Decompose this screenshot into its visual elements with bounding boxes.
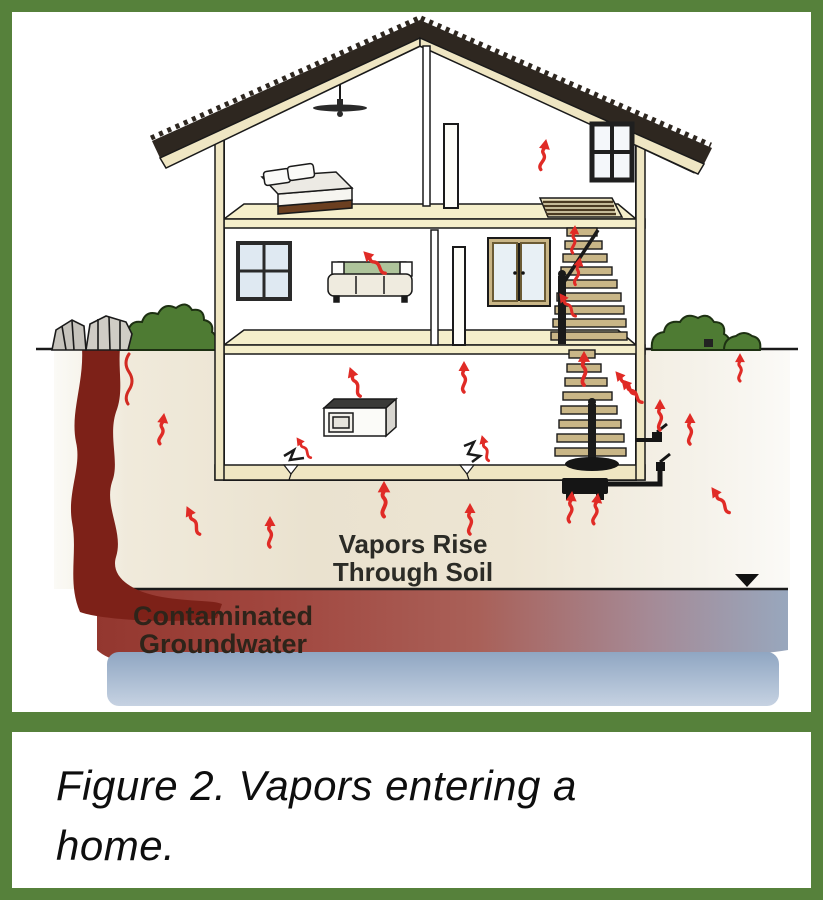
water-table-symbol [735,574,759,587]
diagram-labels: Vapors Rise Through Soil Contaminated Gr… [133,529,493,659]
house [149,15,713,500]
figure-caption-panel: Figure 2. Vapors entering a home. [12,732,811,888]
right-wall [635,142,646,481]
water-layer [107,652,779,706]
couch [327,261,413,303]
ceiling-fan [313,84,367,117]
bed [260,162,354,215]
floor-crack-marks [283,439,484,463]
vapor-intrusion-illustration: Vapors Rise Through Soil Contaminated Gr… [12,12,811,712]
contamination-plume [70,348,222,621]
attic-window [589,121,635,183]
vapors-rise-label-line1: Vapors Rise [339,529,488,559]
stair-opening-joists [538,197,624,218]
right-bush [650,314,762,351]
left-bush [116,303,220,351]
figure-caption: Figure 2. Vapors entering a home. [56,762,577,869]
contaminant-drip [124,352,134,406]
main-floor-door [452,246,466,346]
left-wall [214,135,225,481]
groundwater-label-line2: Groundwater [139,629,308,659]
vapors-rise-label-line2: Through Soil [333,557,493,587]
washer-dryer [322,397,398,438]
groundwater-label-line1: Contaminated [133,601,313,631]
french-doors [487,237,551,307]
contaminated-groundwater-band [97,589,788,668]
attic-door [443,123,459,209]
main-floor-partition-wall [430,229,439,346]
attic-partition-wall [422,45,431,207]
living-room-window [236,241,292,301]
basement-staircase [554,349,627,471]
upper-staircase [550,227,628,344]
house-cross-section-diagram: Vapors Rise Through Soil Contaminated Gr… [36,15,798,706]
slab-cracks [282,464,476,481]
waste-rocks [51,315,133,351]
